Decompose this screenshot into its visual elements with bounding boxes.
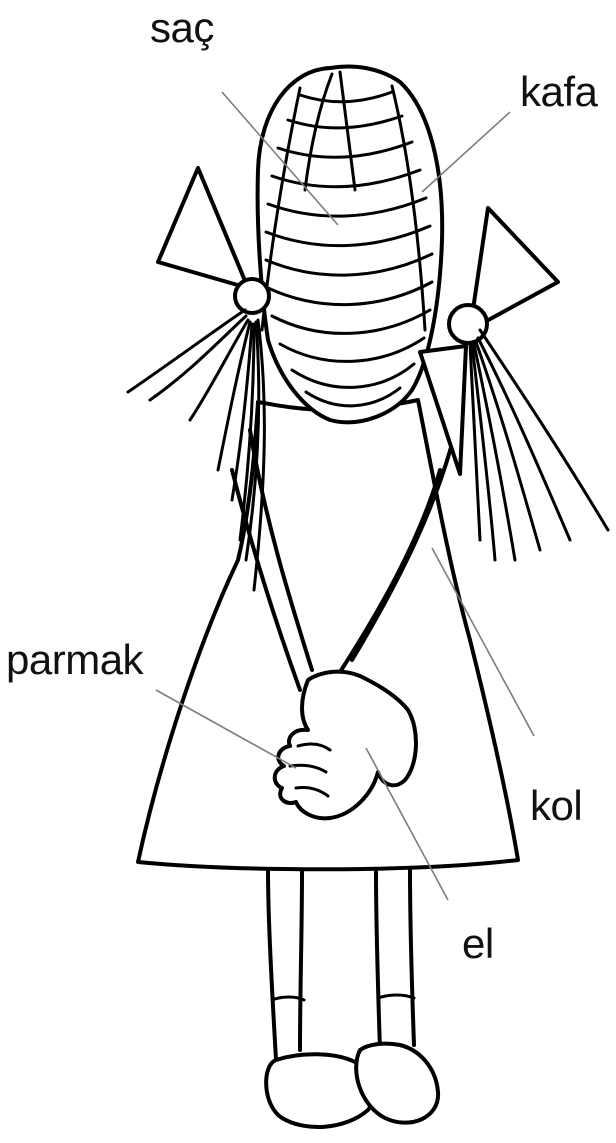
left-hair-tie — [235, 279, 269, 313]
label-hair: saç — [150, 4, 214, 51]
left-sock — [272, 997, 304, 1000]
left-leg-inner — [300, 872, 302, 1050]
label-head: kafa — [520, 68, 599, 115]
right-hair-tie — [449, 305, 487, 343]
right-pigtail — [470, 330, 608, 560]
right-leg — [376, 872, 380, 1050]
right-sock — [378, 995, 414, 998]
label-arm: kol — [530, 782, 582, 829]
label-hand: el — [462, 920, 494, 967]
girl-drawing — [128, 67, 608, 1127]
left-bow — [158, 168, 248, 288]
right-leg-inner — [410, 870, 414, 1045]
left-leg — [268, 870, 276, 1060]
label-finger: parmak — [6, 636, 145, 683]
